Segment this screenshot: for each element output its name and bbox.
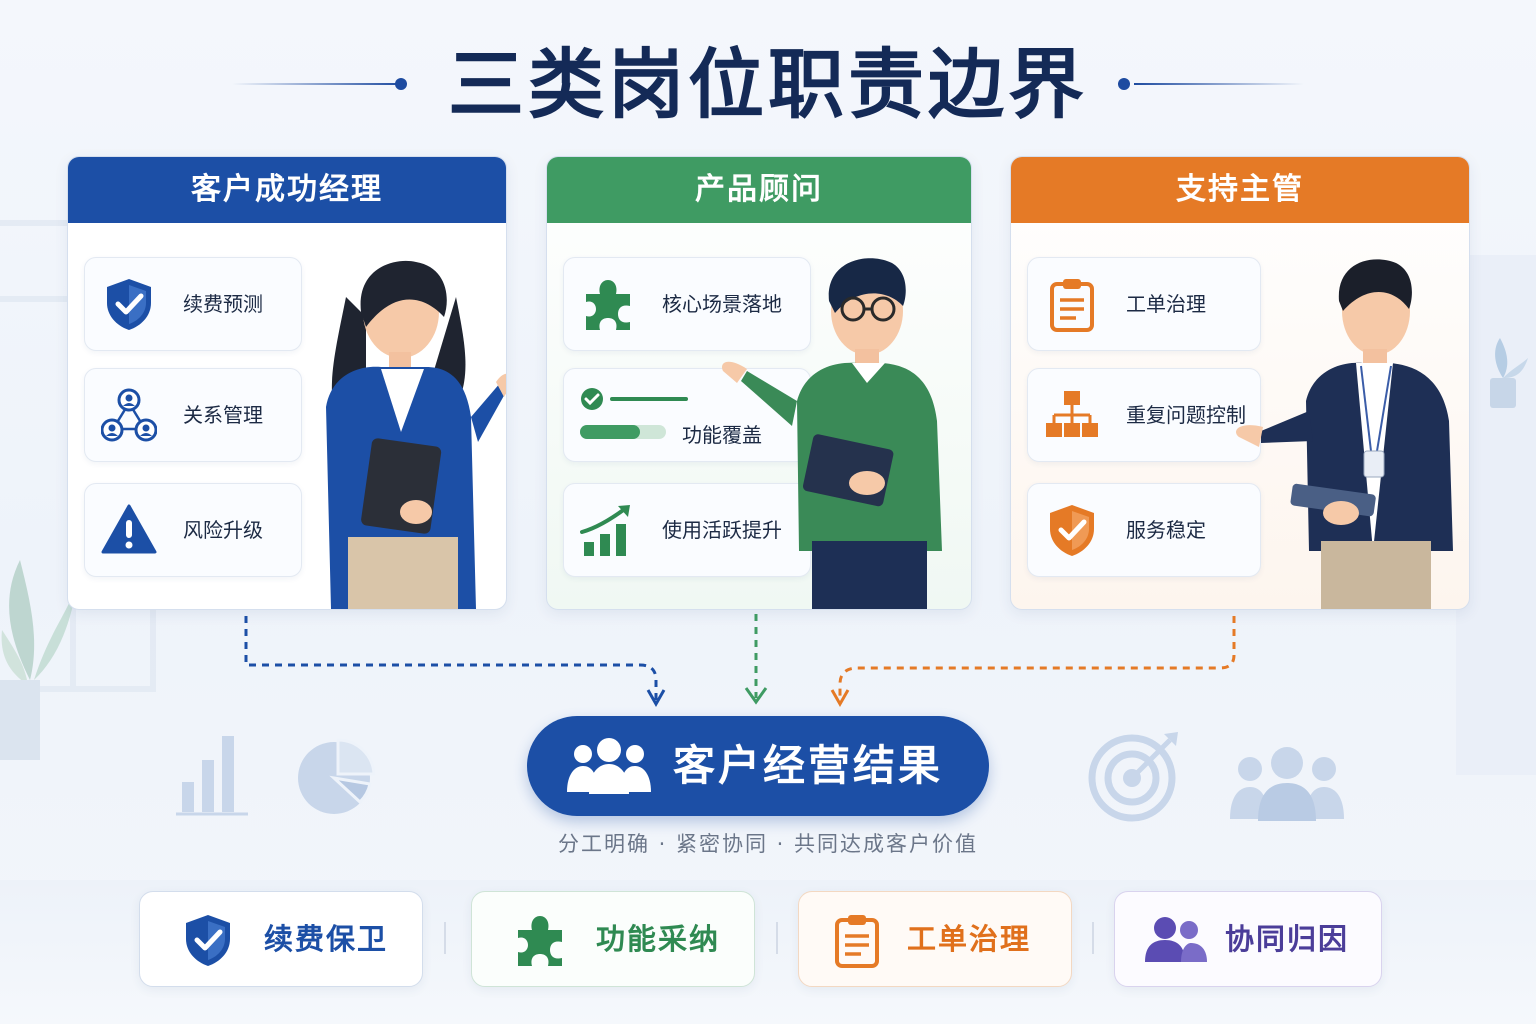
duty-label: 续费预测 (183, 292, 263, 316)
duty-item: 重复问题控制 (1027, 368, 1261, 462)
role-panel-support-lead: 支持主管 工单治理 重复问题控制 服务稳定 (1010, 156, 1470, 610)
shield-check-icon (186, 915, 230, 966)
badge-renewal-defense: 续费保卫 (139, 891, 423, 987)
badge-label: 工单治理 (907, 922, 1032, 956)
product-consultant-illustration (722, 258, 942, 609)
badge-label: 功能采纳 (596, 922, 721, 956)
badge-feature-adoption: 功能采纳 (471, 891, 755, 987)
title-line-right (1134, 83, 1304, 85)
duty-label: 核心场景落地 (662, 292, 782, 316)
badge-separator (1092, 922, 1094, 954)
puzzle-icon (586, 280, 630, 330)
connector-arrowhead-orange (830, 689, 850, 708)
growth-chart-icon (580, 505, 630, 556)
target-icon (1088, 732, 1178, 822)
customer-outcome-node: 客户经营结果 (527, 716, 989, 816)
collaboration-subtitle: 分工明确 · 紧密协同 · 共同达成客户价值 (557, 832, 979, 856)
duty-label: 风险升级 (183, 518, 263, 542)
badge-label: 续费保卫 (264, 922, 389, 956)
duty-item: 服务稳定 (1027, 483, 1261, 577)
bar-chart-icon (176, 736, 248, 816)
duty-label: 功能覆盖 (682, 423, 762, 447)
network-people-icon (101, 388, 157, 442)
duty-item: 关系管理 (84, 368, 302, 462)
duty-item: 续费预测 (84, 257, 302, 351)
duty-item: 功能覆盖 (563, 368, 811, 462)
title-line-left (232, 83, 402, 85)
role-panel-customer-success: 客户成功经理 续费预测 关系管理 风险升级 (67, 156, 507, 610)
duty-label: 使用活跃提升 (662, 518, 782, 542)
badge-separator (444, 922, 446, 954)
team-decoration-icon (1230, 747, 1344, 821)
role-title: 支持主管 (1011, 157, 1469, 223)
connector-orange (838, 616, 1236, 700)
title-dot-right (1118, 78, 1130, 90)
support-lead-illustration (1236, 259, 1453, 609)
duty-item: 核心场景落地 (563, 257, 811, 351)
puzzle-icon (518, 916, 562, 966)
duty-item: 工单治理 (1027, 257, 1261, 351)
clipboard-icon (835, 915, 879, 968)
title-dot-left (395, 78, 407, 90)
duty-label: 服务稳定 (1126, 518, 1206, 542)
badge-label: 协同归因 (1225, 922, 1350, 956)
warning-icon (101, 504, 157, 554)
role-title: 客户成功经理 (68, 157, 506, 223)
customer-outcome-label: 客户经营结果 (673, 741, 944, 790)
connector-arrowhead-green (744, 687, 768, 705)
duty-item: 风险升级 (84, 483, 302, 577)
plant-decoration-left (0, 560, 78, 760)
badge-ticket-governance: 工单治理 (798, 891, 1072, 987)
connector-arrowhead-blue (646, 689, 666, 708)
duty-label: 工单治理 (1126, 292, 1206, 316)
team-icon (567, 738, 651, 794)
duty-label: 关系管理 (183, 403, 263, 427)
badge-collaborative-attribution: 协同归因 (1114, 891, 1382, 987)
badge-separator (776, 922, 778, 954)
connector-blue (244, 616, 658, 700)
role-panel-product-consultant: 产品顾问 核心场景落地 功能覆盖 使用活跃提升 (546, 156, 972, 610)
plant-decoration-right (1490, 338, 1528, 408)
role-title: 产品顾问 (547, 157, 971, 223)
people-icon (1145, 917, 1207, 962)
shield-check-icon (107, 279, 151, 330)
duty-item: 使用活跃提升 (563, 483, 811, 577)
page-title: 三类岗位职责边界 (448, 40, 1088, 129)
customer-success-manager-illustration (326, 260, 506, 609)
hierarchy-icon (1046, 391, 1098, 437)
shield-check-icon (1050, 505, 1094, 556)
clipboard-icon (1050, 279, 1094, 332)
pie-chart-icon (298, 738, 376, 814)
duty-label: 重复问题控制 (1126, 403, 1246, 427)
progress-check-icon (580, 388, 688, 439)
